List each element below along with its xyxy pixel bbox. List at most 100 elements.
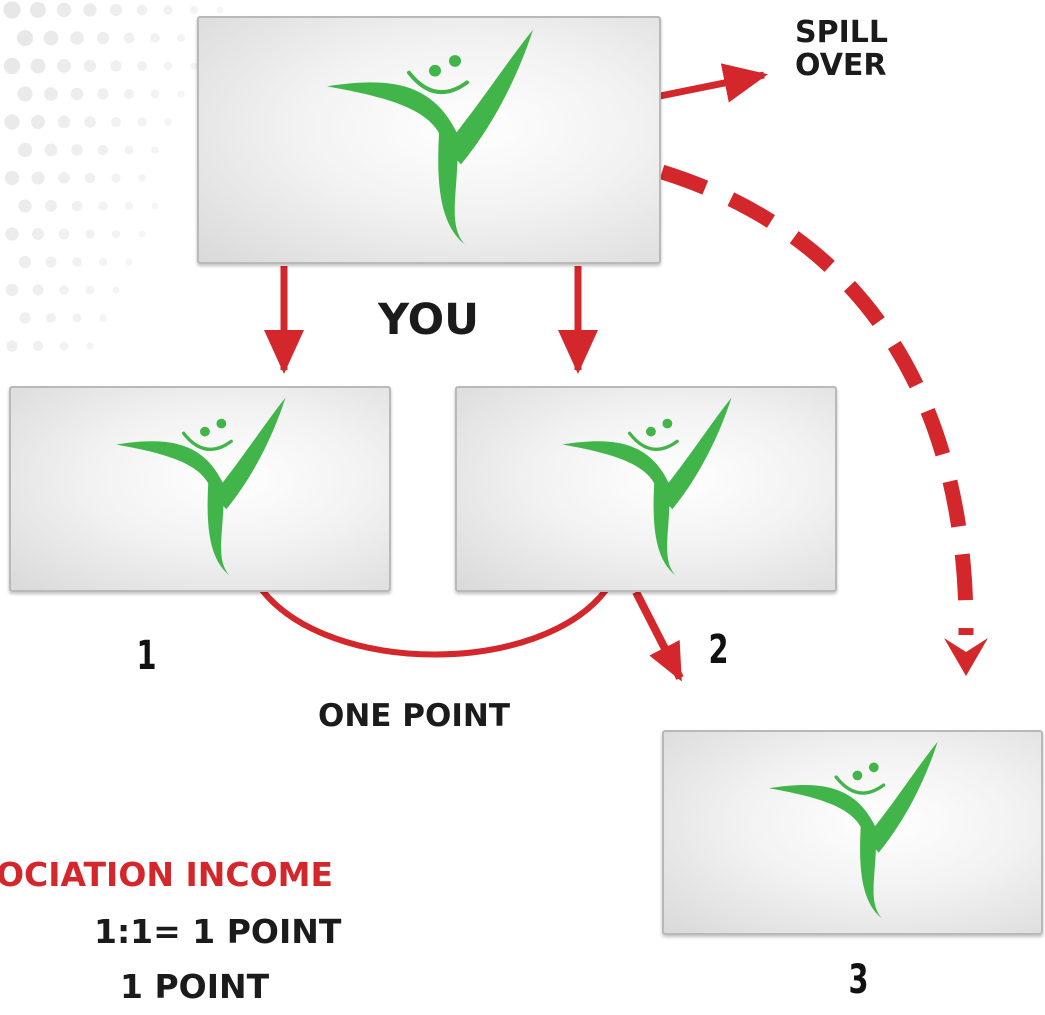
halftone-dot bbox=[31, 171, 45, 185]
halftone-dot bbox=[110, 60, 122, 72]
halftone-dot bbox=[176, 33, 186, 43]
halftone-dot bbox=[99, 314, 107, 322]
halftone-dot bbox=[30, 114, 46, 130]
halftone-dot bbox=[17, 86, 33, 102]
halftone-dot bbox=[84, 116, 96, 128]
halftone-dot bbox=[138, 230, 146, 238]
halftone-dot bbox=[112, 286, 120, 294]
halftone-dot bbox=[190, 62, 198, 70]
halftone-dot bbox=[18, 199, 32, 213]
halftone-dot bbox=[151, 146, 159, 154]
halftone-dot bbox=[30, 2, 46, 18]
halftone-dot bbox=[32, 284, 44, 296]
halftone-dot bbox=[177, 90, 185, 98]
halftone-dot bbox=[97, 88, 109, 100]
halftone-dot bbox=[32, 340, 44, 352]
to-position-3-arrow bbox=[632, 590, 684, 682]
dashed-arrow-head bbox=[944, 638, 988, 676]
halftone-dot bbox=[96, 31, 110, 45]
halftone-dot bbox=[151, 202, 159, 210]
halftone-dot bbox=[46, 313, 56, 323]
one-point-arc bbox=[259, 588, 609, 658]
halftone-dot bbox=[58, 228, 70, 240]
halftone-dot bbox=[83, 3, 97, 17]
spill-over-arrow bbox=[659, 63, 768, 103]
halftone-dot bbox=[189, 5, 199, 15]
halftone-dot bbox=[150, 33, 160, 43]
halftone-dot bbox=[71, 144, 83, 156]
halftone-dot bbox=[31, 227, 45, 241]
halftone-dot bbox=[43, 30, 59, 46]
smiling-y-person-logo-icon bbox=[327, 29, 533, 245]
halftone-dot bbox=[72, 257, 82, 267]
halftone-dot bbox=[30, 58, 46, 74]
halftone-dot bbox=[137, 61, 147, 71]
halftone-dot bbox=[58, 172, 70, 184]
halftone-dot bbox=[16, 29, 34, 47]
income-title: OCIATION INCOME bbox=[0, 855, 334, 894]
halftone-dot bbox=[85, 285, 95, 295]
halftone-dot bbox=[111, 173, 121, 183]
spill-over-line1: SPILL bbox=[795, 15, 888, 50]
spill-over-label: SPILL OVER bbox=[795, 16, 888, 82]
you-card bbox=[197, 16, 661, 264]
halftone-dot bbox=[86, 342, 94, 350]
halftone-dot bbox=[138, 174, 146, 182]
halftone-dot bbox=[84, 172, 96, 184]
halftone-dot bbox=[6, 340, 18, 352]
halftone-dot bbox=[111, 229, 121, 239]
halftone-dot bbox=[18, 255, 32, 269]
halftone-dot bbox=[83, 59, 97, 73]
smiling-y-person-logo-icon bbox=[116, 397, 286, 576]
halftone-dot bbox=[72, 313, 82, 323]
halftone-dot bbox=[45, 256, 57, 268]
halftone-dot bbox=[150, 89, 160, 99]
halftone-dot bbox=[124, 201, 134, 211]
spill-over-line2: OVER bbox=[795, 48, 887, 83]
position-2-label: 2 bbox=[708, 627, 729, 673]
position-1-card bbox=[9, 386, 391, 592]
halftone-dot bbox=[163, 5, 173, 15]
halftone-dot bbox=[136, 4, 148, 16]
halftone-dot bbox=[45, 200, 57, 212]
halftone-dot bbox=[123, 32, 135, 44]
position-3-card bbox=[662, 730, 1043, 935]
halftone-dot bbox=[110, 116, 122, 128]
position-3-label: 3 bbox=[848, 957, 869, 1003]
halftone-dot bbox=[125, 258, 133, 266]
halftone-dot bbox=[5, 227, 19, 241]
dashed-spill-arrow bbox=[659, 164, 974, 636]
halftone-dot bbox=[4, 170, 20, 186]
halftone-dot bbox=[17, 142, 33, 158]
halftone-dot bbox=[3, 57, 21, 75]
halftone-dot bbox=[3, 1, 21, 19]
halftone-dot bbox=[57, 59, 71, 73]
halftone-dot bbox=[70, 31, 84, 45]
halftone-dots-decoration bbox=[3, 1, 224, 352]
halftone-dot bbox=[85, 229, 95, 239]
halftone-dot bbox=[137, 117, 147, 127]
halftone-dot bbox=[164, 118, 172, 126]
halftone-dot bbox=[98, 201, 108, 211]
halftone-dot bbox=[44, 143, 58, 157]
halftone-dot bbox=[4, 114, 20, 130]
halftone-dot bbox=[216, 6, 224, 14]
position-1-label: 1 bbox=[136, 633, 157, 679]
you-label: YOU bbox=[378, 295, 480, 345]
halftone-dot bbox=[56, 2, 72, 18]
smiling-y-person-logo-icon bbox=[768, 741, 938, 919]
halftone-dot bbox=[124, 89, 134, 99]
halftone-dot bbox=[44, 87, 58, 101]
halftone-dot bbox=[98, 257, 108, 267]
one-point-label: ONE POINT bbox=[318, 698, 510, 734]
halftone-dot bbox=[124, 145, 134, 155]
halftone-dot bbox=[59, 285, 69, 295]
halftone-dot bbox=[163, 61, 173, 71]
halftone-dot bbox=[97, 144, 109, 156]
halftone-dot bbox=[57, 115, 71, 129]
halftone-dot bbox=[59, 341, 69, 351]
income-ratio: 1:1= 1 POINT bbox=[94, 912, 342, 951]
halftone-dot bbox=[109, 3, 123, 17]
halftone-dot bbox=[70, 87, 84, 101]
